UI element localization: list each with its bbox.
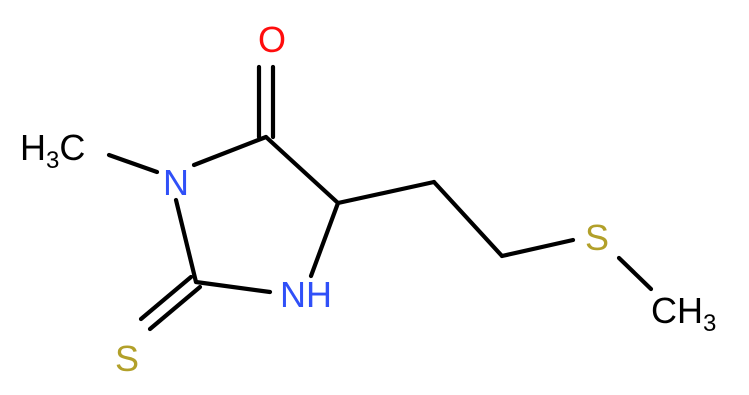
bond-c4-c5 [263, 134, 341, 206]
bond-c2-s-b [147, 284, 203, 332]
n-methyl-h: H [20, 127, 46, 168]
n-methyl-label: H3C [20, 127, 85, 174]
n-methyl-subscript: 3 [46, 147, 59, 174]
atom-labels: O N NH S S H3C CH3 [20, 19, 716, 379]
bond-c2-n1 [193, 279, 273, 295]
n3-nitrogen-label: N [163, 162, 189, 203]
thione-sulfur-label: S [115, 338, 139, 379]
oxygen-label: O [258, 19, 286, 60]
n-methyl-c: C [59, 127, 85, 168]
bond-s-methyl [616, 255, 654, 292]
thioether-sulfur-label: S [585, 217, 609, 258]
s-methyl-label: CH3 [651, 290, 716, 337]
nh-nitrogen-label: NH [280, 274, 332, 315]
bond-c2-s-a [138, 274, 194, 322]
bonds-group [106, 64, 654, 332]
bond-ch2b-s [499, 237, 576, 259]
bond-c5-ch2a [335, 179, 437, 206]
bond-n3-c2 [173, 197, 199, 285]
bond-c4-n3 [191, 134, 269, 168]
bond-n3-methyl [106, 152, 160, 175]
bond-c5-n1 [308, 200, 341, 279]
s-methyl-ch: CH [651, 290, 703, 331]
s-methyl-subscript: 3 [703, 310, 716, 337]
bond-ch2a-ch2b [431, 179, 505, 259]
